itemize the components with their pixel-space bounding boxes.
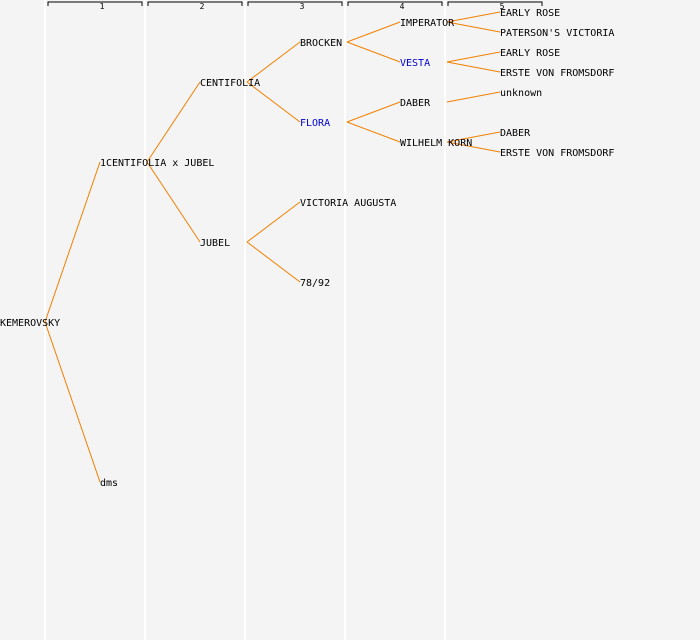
generation-number: 1 (100, 2, 105, 11)
pedigree-nodes: KEMEROVSKY 1CENTIFOLIA x JUBEL CENTIFOLIA B… (0, 8, 614, 489)
ancestor-label: FLORA (300, 118, 330, 129)
generation-number: 4 (400, 2, 405, 11)
parent-link (246, 81, 301, 123)
ancestor-label: BROCKEN (300, 38, 342, 49)
ancestor-label: JUBEL (200, 238, 230, 249)
parent-link (446, 131, 501, 143)
ancestor-label: DABER (500, 128, 531, 139)
ancestor-label: DABER (400, 98, 431, 109)
generation-bracket (247, 1, 343, 6)
ancestor-label: PATERSON'S VICTORIA (500, 28, 614, 39)
generation-bracket (447, 1, 543, 6)
ancestor-label: ERSTE VON FROMSDORF (500, 148, 614, 159)
parent-link (246, 201, 301, 243)
parent-link (346, 41, 401, 63)
ancestor-label: dms (100, 478, 118, 489)
root-variety-label: KEMEROVSKY (0, 318, 60, 329)
column-dividers (44, 0, 446, 640)
generation-bracket (347, 1, 443, 6)
parent-link (446, 21, 501, 33)
ancestor-label: VESTA (400, 58, 430, 69)
generation-number: 3 (300, 2, 305, 11)
parent-link (346, 121, 401, 143)
generation-number: 5 (500, 2, 505, 11)
parent-link (246, 241, 301, 283)
ancestor-label: VICTORIA AUGUSTA (300, 198, 396, 209)
generation-brackets: 1 2 3 4 5 (47, 1, 543, 11)
parent-link (44, 161, 101, 323)
parent-link (446, 61, 501, 73)
ancestor-label: 78/92 (300, 278, 330, 289)
parent-link (346, 21, 401, 43)
parent-link (246, 41, 301, 83)
parent-link (146, 81, 201, 163)
ancestor-label: WILHELM KORN (400, 138, 472, 149)
parent-link (346, 101, 401, 123)
pedigree-links (44, 11, 501, 483)
generation-number: 2 (200, 2, 205, 11)
parent-link (446, 51, 501, 63)
ancestor-label: EARLY ROSE (500, 8, 560, 19)
ancestor-label: ERSTE VON FROMSDORF (500, 68, 614, 79)
ancestor-label: 1CENTIFOLIA x JUBEL (100, 158, 214, 169)
parent-link (146, 161, 201, 243)
generation-bracket (47, 1, 143, 6)
parent-link (446, 91, 501, 103)
parent-link (44, 321, 101, 483)
ancestor-label: CENTIFOLIA (200, 78, 260, 89)
parent-link (446, 11, 501, 23)
ancestor-label: IMPERATOR (400, 18, 455, 29)
ancestor-label: unknown (500, 88, 542, 99)
generation-bracket (147, 1, 243, 6)
ancestor-label: EARLY ROSE (500, 48, 560, 59)
parent-link (446, 141, 501, 153)
